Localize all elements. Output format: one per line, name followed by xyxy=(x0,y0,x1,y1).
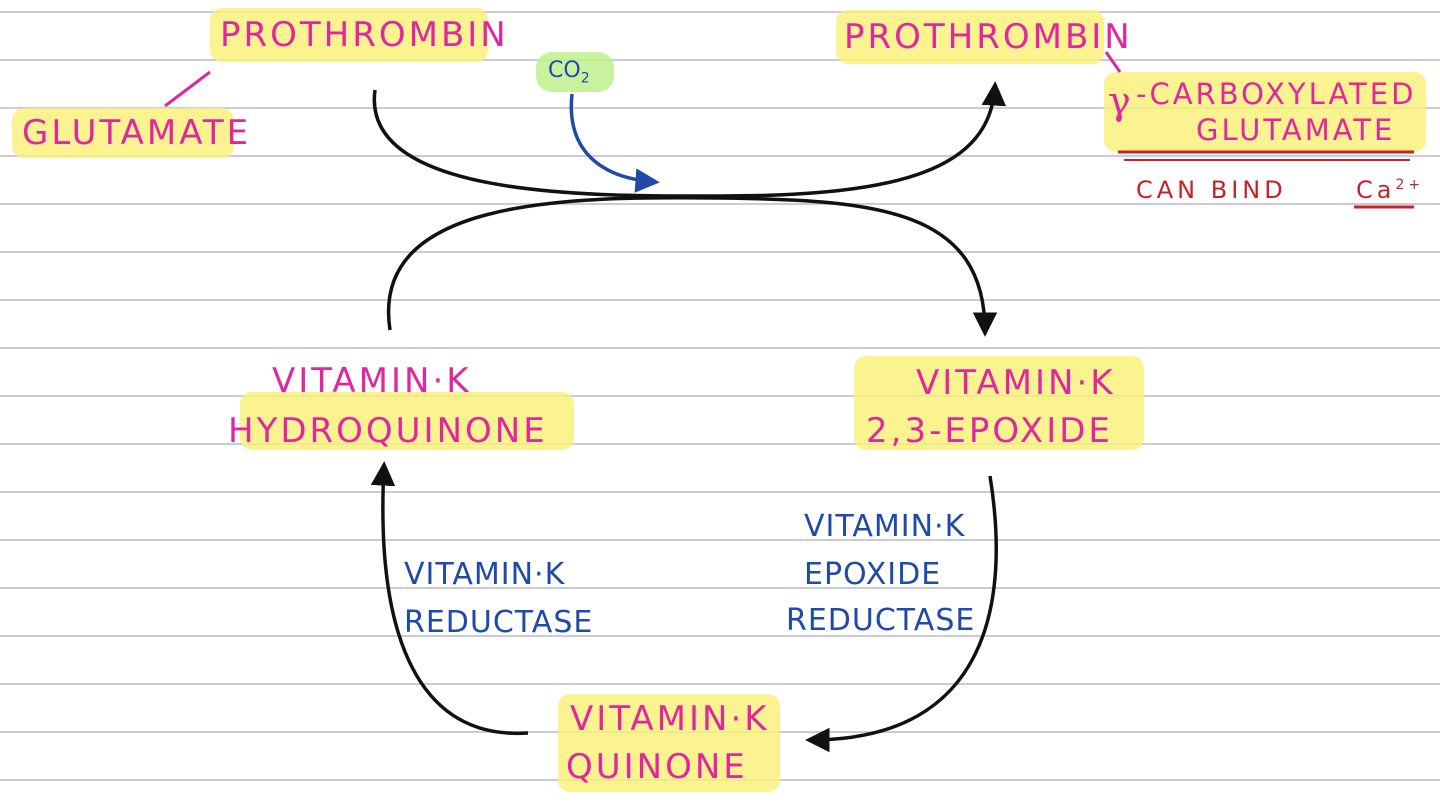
highlight-carboxylated xyxy=(1104,72,1426,152)
calcium-label: Ca2+ xyxy=(1356,178,1424,202)
co2-base: CO xyxy=(548,58,581,83)
highlight-prothrombin-right xyxy=(836,10,1104,64)
reductase-left-line2: REDUCTASE xyxy=(404,605,594,640)
carboxylated-line2: GLUTAMATE xyxy=(1196,113,1396,147)
quinone-line1: VITAMIN·K xyxy=(570,699,770,739)
arrow-quinone-to-hydroquinone xyxy=(370,461,529,736)
calcium-charge: 2+ xyxy=(1395,177,1425,193)
arrow-oxidation xyxy=(386,195,998,337)
epoxide-reductase-line2: EPOXIDE xyxy=(804,557,942,592)
prothrombin-right-label: PROTHROMBIN xyxy=(844,17,1133,57)
can-bind-label: CAN BIND xyxy=(1136,176,1287,204)
calcium-symbol: Ca xyxy=(1356,176,1396,204)
epoxide-reductase-line1: VITAMIN·K xyxy=(804,509,966,544)
epoxide-line1: VITAMIN·K xyxy=(916,363,1116,403)
arrow-epoxide-to-quinone xyxy=(805,475,998,753)
co2-label: CO2 xyxy=(548,58,590,87)
co2-subscript: 2 xyxy=(580,70,590,87)
prothrombin-left-label: PROTHROMBIN xyxy=(220,15,509,55)
connector-carboxylated xyxy=(1104,51,1122,73)
highlight-hydroquinone xyxy=(240,392,574,450)
quinone-line2: QUINONE xyxy=(566,747,748,787)
glutamate-label: GLUTAMATE xyxy=(22,113,252,153)
epoxide-reductase-line3: REDUCTASE xyxy=(786,603,976,638)
hydroquinone-line1: VITAMIN·K xyxy=(272,361,472,401)
arrow-carboxylation xyxy=(372,81,1007,198)
connector-glutamate xyxy=(164,70,211,108)
epoxide-line2: 2,3-EPOXIDE xyxy=(866,411,1113,451)
arrow-co2 xyxy=(569,93,660,193)
reductase-left-line1: VITAMIN·K xyxy=(404,557,566,592)
highlight-quinone xyxy=(558,694,780,792)
highlight-prothrombin-left xyxy=(210,8,488,62)
carboxylated-line1: -CARBOXYLATED xyxy=(1136,77,1417,111)
hydroquinone-line2: HYDROQUINONE xyxy=(228,411,548,451)
gamma-symbol: γ xyxy=(1108,79,1131,123)
highlight-co2 xyxy=(536,52,614,92)
highlight-epoxide xyxy=(854,356,1144,450)
highlight-glutamate xyxy=(12,108,234,158)
